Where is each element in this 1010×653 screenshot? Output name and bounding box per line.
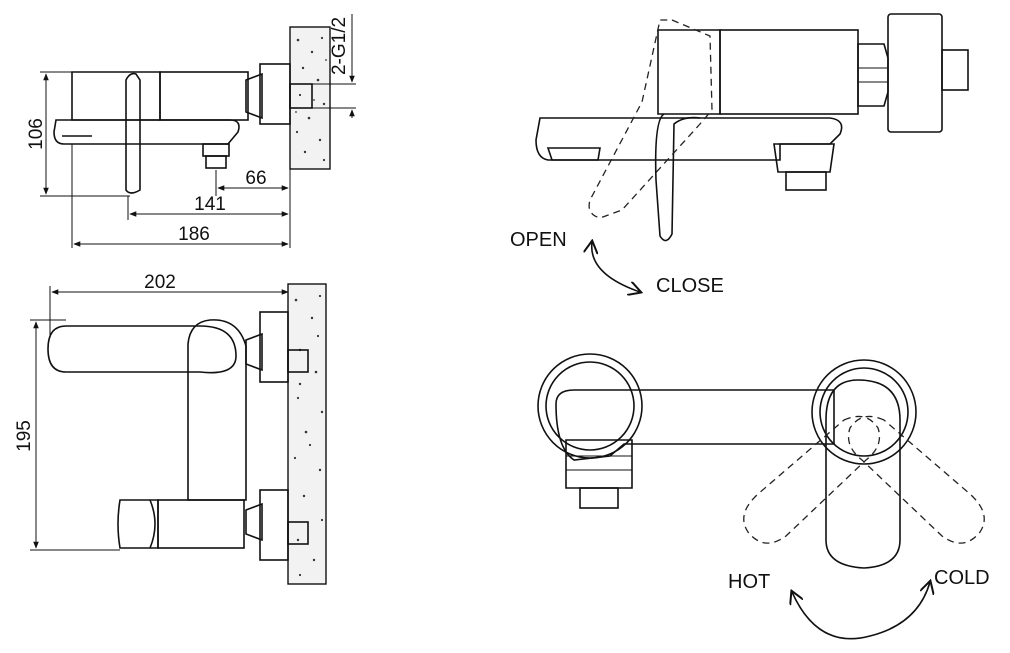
open-handle-ghost (588, 19, 713, 219)
plan-view: HOT COLD (537, 353, 990, 640)
dimension-141-label: 141 (194, 194, 226, 215)
hot-handle-ghost (743, 415, 881, 544)
open-label: OPEN (510, 229, 567, 251)
wall-section-side (289, 26, 331, 170)
front-view: OPEN CLOSE (510, 13, 969, 297)
dimension-66-label: 66 (245, 168, 266, 189)
side-view: 106 2-G1/2 66 141 186 (26, 14, 356, 248)
hot-label: HOT (728, 571, 770, 593)
hot-cold-arrow (792, 582, 930, 640)
faucet-top (47, 311, 309, 561)
faucet-side (53, 63, 313, 194)
dimension-186-label: 186 (178, 224, 210, 245)
top-view: 202 195 (14, 272, 327, 585)
dimension-lines-side (40, 14, 356, 248)
faucet-front (535, 13, 969, 242)
cold-handle-ghost (847, 415, 985, 544)
dimension-195-label: 195 (14, 420, 35, 452)
dimension-106-label: 106 (26, 118, 47, 150)
dimension-202-label: 202 (144, 272, 176, 293)
wall-section-top (287, 283, 327, 585)
close-label: CLOSE (656, 275, 724, 297)
cold-label: COLD (934, 567, 990, 589)
open-close-arrow (592, 242, 640, 292)
faucet-plan (537, 353, 917, 569)
dimension-lines-top (30, 286, 289, 551)
thread-label: 2-G1/2 (329, 17, 350, 75)
